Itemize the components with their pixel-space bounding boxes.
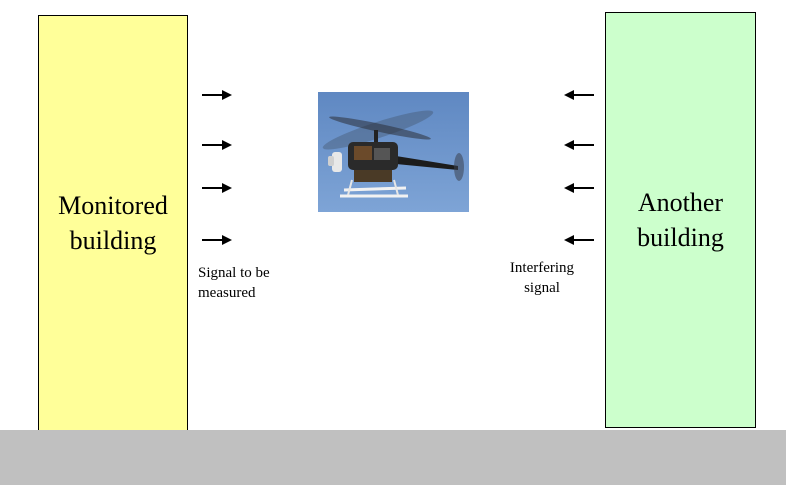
monitored-building: Monitored building [38,15,188,431]
interfering-arrow-left-icon [564,235,594,245]
interfering-signal-label: Interfering signal [509,260,575,296]
signal-arrow-right-icon [202,90,232,100]
another-building-label: Another building [637,188,724,252]
signal-to-be-measured-label: Signal to be measured [198,265,270,301]
interfering-arrow-left-icon [564,183,594,193]
helicopter-photo [318,92,469,212]
signal-arrow-right-icon [202,140,232,150]
signal-arrow-right-icon [202,235,232,245]
interfering-arrow-left-icon [564,140,594,150]
monitored-building-label: Monitored building [58,191,168,255]
interfering-arrow-left-icon [564,90,594,100]
ground-strip [0,430,786,485]
another-building: Another building [605,12,756,428]
signal-arrow-right-icon [202,183,232,193]
